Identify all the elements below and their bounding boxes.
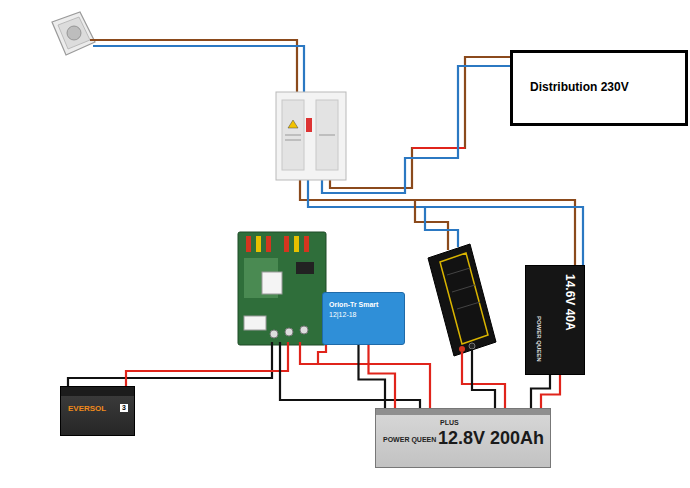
negative-wire bbox=[472, 349, 495, 408]
product-rating: 12|12-18 bbox=[329, 311, 357, 319]
brand-name: POWER QUEEN bbox=[383, 436, 436, 444]
brand-name: EVERSOL bbox=[68, 404, 106, 413]
battery-rating: 12.8V 200Ah bbox=[438, 428, 544, 449]
lithium-battery: PLUS POWER QUEEN12.8V 200Ah bbox=[375, 408, 551, 468]
blade-terminal bbox=[304, 236, 309, 252]
negative-cable bbox=[531, 375, 550, 408]
connector-block bbox=[244, 316, 266, 330]
neutral-wire bbox=[322, 66, 510, 193]
cable-pair bbox=[359, 345, 396, 408]
lead-battery: EVERSOL 3 bbox=[60, 386, 135, 436]
battery-charger: 14.6V 40A POWER QUEEN bbox=[525, 265, 585, 375]
inverter-body bbox=[428, 244, 496, 356]
positive-cable bbox=[369, 345, 396, 408]
positive-wire bbox=[462, 352, 505, 408]
inlet-cover bbox=[58, 17, 90, 49]
distribution-box: Distribution 230V bbox=[510, 50, 688, 126]
inverter bbox=[428, 244, 496, 356]
live-wire bbox=[330, 57, 510, 188]
charger-rating: 14.6V 40A bbox=[562, 274, 576, 331]
panel-line bbox=[285, 140, 301, 141]
screw-terminal bbox=[270, 330, 278, 338]
control-board bbox=[238, 232, 326, 345]
cooling-fin bbox=[452, 285, 475, 292]
panel-line bbox=[285, 135, 301, 136]
model-tag: PLUS bbox=[440, 419, 459, 427]
inverter-trim bbox=[440, 253, 488, 344]
cooling-fin bbox=[447, 268, 470, 275]
screw-terminal bbox=[300, 326, 308, 334]
consumer-unit bbox=[276, 92, 346, 180]
unit-housing bbox=[276, 92, 346, 180]
neutral-wire bbox=[425, 207, 458, 247]
warning-symbol bbox=[288, 120, 298, 128]
cable-pair bbox=[531, 375, 560, 408]
screw-terminal bbox=[285, 328, 293, 336]
negative-wire bbox=[68, 342, 272, 386]
live-wire bbox=[90, 40, 297, 92]
unit-panel bbox=[316, 100, 338, 170]
blade-terminal bbox=[294, 236, 299, 252]
unit-panel bbox=[282, 100, 304, 170]
box-title: Distribution 230V bbox=[530, 81, 629, 95]
breaker-toggle bbox=[306, 118, 312, 132]
blade-terminal bbox=[256, 236, 261, 252]
panel-line bbox=[319, 135, 335, 136]
dc-terminal bbox=[469, 343, 475, 349]
brand-name: POWER QUEEN bbox=[535, 316, 542, 362]
battery-size: 3 bbox=[120, 404, 128, 412]
negative-cable bbox=[359, 345, 386, 408]
inlet-housing bbox=[52, 12, 95, 55]
blade-terminal bbox=[284, 236, 289, 252]
inlet-socket bbox=[67, 26, 81, 40]
positive-wire bbox=[126, 342, 288, 386]
dc-dc-charger: Orion-Tr Smart 12|12-18 bbox=[322, 292, 405, 345]
product-name: Orion-Tr Smart bbox=[329, 301, 378, 309]
relay bbox=[296, 262, 314, 274]
blade-terminal bbox=[246, 236, 251, 252]
blade-terminal bbox=[266, 236, 271, 252]
connector-block bbox=[262, 272, 282, 294]
live-wire bbox=[415, 200, 448, 250]
neutral-wire bbox=[93, 46, 304, 92]
dc-terminal bbox=[459, 346, 465, 352]
shore-inlet bbox=[52, 12, 95, 55]
board bbox=[238, 232, 326, 345]
live-wire bbox=[300, 180, 575, 265]
cooling-fin bbox=[457, 302, 480, 309]
